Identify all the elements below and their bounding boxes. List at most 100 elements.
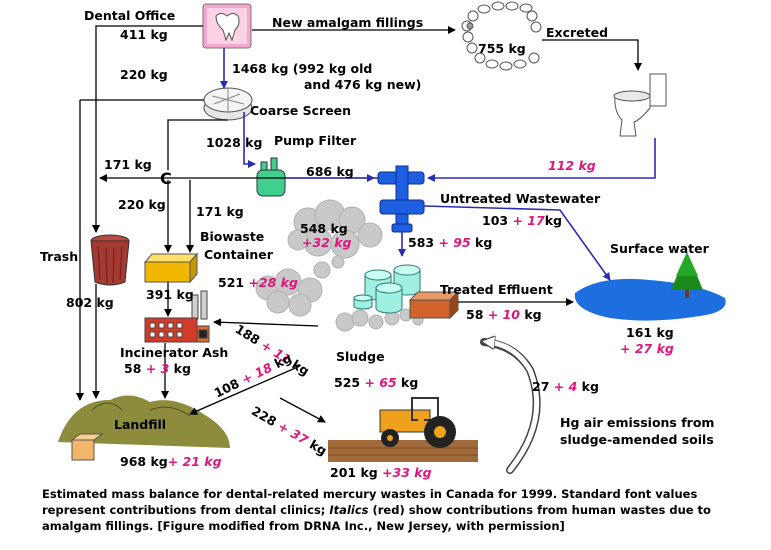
inc-human: + 3 [145, 361, 170, 376]
ww-to-surface-value: 103 [482, 213, 509, 228]
sludge-to-soil-arrow [279, 397, 326, 423]
bio-to-inc-label: 391 kg [146, 287, 194, 302]
landfill-total-label: 968 kg+ 21 kg [120, 455, 222, 469]
air-emissions-label-1: Hg air emissions from [560, 415, 715, 430]
toilet-to-ww-arrow [427, 138, 656, 182]
cloud2-flow-label: 521 +28 kg [218, 276, 298, 290]
office-to-screen-label-2: and 476 kg new) [304, 77, 422, 92]
inc-value: 58 [124, 361, 142, 376]
dental-office-label: Dental Office [84, 8, 176, 23]
caption-part-1: Estimated mass balance for dental-relate… [42, 487, 698, 517]
treatment-tanks-icon [353, 264, 421, 314]
incinerator-ash-label: Incinerator Ash [120, 345, 229, 360]
cloud-icon [255, 255, 345, 317]
ww-to-surface-human: + 17 [512, 213, 545, 228]
figure-caption: Estimated mass balance for dental-relate… [42, 486, 762, 534]
cloud2-value: 521 [218, 275, 245, 290]
cloud-icon [287, 199, 383, 259]
treatment-value: 583 [408, 235, 435, 250]
ww-to-surface-label: 103 + 17kg [482, 214, 562, 228]
landfill-icon [58, 395, 230, 461]
lake-icon [574, 278, 726, 321]
ww-to-surface-unit: kg [544, 213, 562, 228]
c-junction: C [160, 169, 172, 188]
surface-water-total-a: 161 kg [626, 325, 674, 340]
soil-value: 201 kg [330, 465, 378, 480]
toilet-icon [613, 73, 667, 137]
air-flow-label: 27 + 4 kg [532, 380, 599, 394]
filter-to-ww-label: 686 kg [306, 164, 354, 179]
air-unit: kg [581, 379, 599, 394]
effluent-value: 58 [466, 307, 484, 322]
new-fillings-label: New amalgam fillings [272, 15, 424, 30]
treatment-label: 583 + 95 kg [408, 236, 492, 250]
sludge-label: Sludge [336, 349, 385, 364]
inc-unit: kg [173, 361, 191, 376]
landfill-label: Landfill [114, 417, 167, 432]
screen-to-filter-label: 1028 kg [206, 135, 263, 150]
wastewater-pipe-icon [377, 165, 425, 233]
screen-to-filter-arrow [243, 112, 256, 168]
air-value: 27 [532, 379, 550, 394]
tractor-icon [328, 397, 478, 462]
landfill-value: 968 kg [120, 454, 168, 469]
biowaste-container-icon [143, 252, 199, 284]
coarse-screen-icon [203, 87, 253, 121]
to-biowaste-label-b: 171 kg [196, 204, 244, 219]
treated-effluent-label: Treated Effluent [440, 282, 553, 297]
air-emission-arrow [480, 338, 541, 474]
landfill-human: + 21 kg [167, 454, 222, 469]
incinerator-flow-label: 58 + 3 kg [124, 362, 191, 376]
trash-label: Trash [40, 249, 79, 264]
treatment-human: + 95 [438, 235, 471, 250]
office-to-trash-arrow [92, 25, 203, 233]
tree-icon [671, 252, 703, 298]
sludge-total-value: 525 [334, 375, 361, 390]
teeth-flow-label: 755 kg [478, 41, 526, 56]
incinerator-icon [144, 290, 210, 343]
air-emission-arrow-fill [488, 342, 540, 473]
surface-water-total-b: + 27 kg [620, 341, 674, 356]
caption-part-2: (red) show contributions from human wast… [42, 503, 711, 533]
container-label: Container [204, 247, 273, 262]
cloud-flow-label-b: +32 kg [302, 235, 352, 250]
trash-can-icon [90, 234, 130, 286]
trash-in-label: 171 kg [104, 157, 152, 172]
sludge-total-human: + 65 [364, 375, 397, 390]
sludge-to-landfill-arrow [189, 365, 301, 415]
air-emissions-label-2: sludge-amended soils [560, 432, 714, 447]
trash-out-label: 802 kg [66, 295, 114, 310]
teeth-ring-icon [461, 1, 542, 71]
coarse-screen-label: Coarse Screen [250, 103, 352, 118]
cloud-icon [335, 308, 424, 332]
surface-water-label: Surface water [610, 241, 709, 256]
soil-human: +33 kg [382, 465, 432, 480]
caption-italics: Italics [329, 503, 369, 517]
pump-filter-icon [256, 157, 286, 197]
ww-to-surface-arrow [423, 205, 611, 281]
soil-total-label: 201 kg +33 kg [330, 466, 432, 480]
sludge-total-label: 525 + 65 kg [334, 376, 418, 390]
effluent-unit: kg [524, 307, 542, 322]
cloud2-human: +28 kg [248, 275, 298, 290]
cloud-flow-label-a: 548 kg [300, 221, 348, 236]
effluent-human: + 10 [487, 307, 520, 322]
excreted-label: Excreted [546, 25, 609, 40]
biowaste-label: Biowaste [200, 229, 265, 244]
screen-out-label: 220 kg [120, 67, 168, 82]
excreted-to-ww-label: 112 kg [548, 158, 596, 173]
to-biowaste-label-a: 220 kg [118, 197, 166, 212]
tooth-icon [202, 3, 252, 49]
office-to-screen-label-1: 1468 kg (992 kg old [232, 61, 373, 76]
office-flow-label: 411 kg [120, 27, 168, 42]
pump-filter-label: Pump Filter [274, 133, 357, 148]
sludge-to-inc-arrow [213, 318, 319, 327]
effluent-flow-label: 58 + 10 kg [466, 308, 542, 322]
treatment-unit: kg [475, 235, 493, 250]
screen-to-c-line [167, 119, 228, 170]
effluent-box-icon [408, 290, 460, 320]
air-human: + 4 [553, 379, 578, 394]
untreated-ww-label: Untreated Wastewater [440, 191, 601, 206]
excreted-arrow [542, 39, 642, 71]
